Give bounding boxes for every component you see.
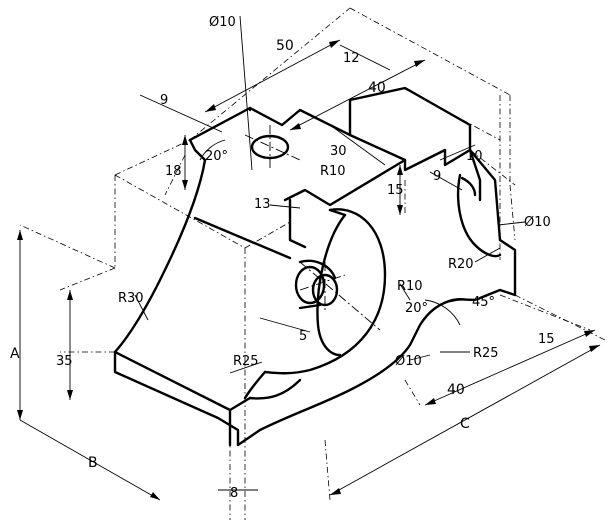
label-20deg-top: 20° bbox=[205, 149, 228, 164]
extension-lines bbox=[19, 7, 606, 520]
label-phi10-low: Ø10 bbox=[395, 354, 422, 369]
label-40-low: 40 bbox=[447, 382, 465, 398]
center-lines bbox=[244, 125, 381, 331]
label-A: A bbox=[10, 346, 20, 362]
label-12: 12 bbox=[343, 51, 360, 66]
label-13: 13 bbox=[254, 197, 271, 212]
label-20deg-low: 20° bbox=[405, 301, 428, 316]
label-40-top: 40 bbox=[368, 80, 386, 96]
label-R25-left: R25 bbox=[233, 354, 259, 369]
label-10: 10 bbox=[466, 149, 483, 164]
label-15-mid: 15 bbox=[387, 183, 404, 198]
dimension-labels: Ø10 50 12 40 9 18 20° 30 R10 15 10 9 13 … bbox=[10, 15, 555, 501]
label-8: 8 bbox=[230, 486, 238, 501]
label-R30: R30 bbox=[118, 291, 144, 306]
boss-hole bbox=[311, 273, 339, 307]
object-outline bbox=[113, 86, 517, 447]
label-45deg: 45° bbox=[472, 295, 495, 310]
holes bbox=[250, 134, 339, 310]
label-C: C bbox=[460, 416, 470, 432]
label-50: 50 bbox=[276, 38, 294, 54]
label-30: 30 bbox=[330, 144, 347, 159]
label-9-right: 9 bbox=[433, 169, 441, 184]
label-R25-right: R25 bbox=[473, 346, 499, 361]
boss-outer bbox=[294, 265, 326, 305]
label-R10-low: R10 bbox=[397, 279, 423, 294]
arrowheads bbox=[17, 40, 600, 500]
label-R10-top: R10 bbox=[320, 164, 346, 179]
dimension-lines bbox=[19, 15, 601, 501]
label-18: 18 bbox=[165, 164, 182, 179]
label-phi10-top: Ø10 bbox=[209, 15, 236, 30]
label-phi10-right: Ø10 bbox=[524, 215, 551, 230]
label-35: 35 bbox=[56, 354, 73, 369]
label-5: 5 bbox=[299, 329, 307, 344]
label-15-right: 15 bbox=[538, 332, 555, 347]
label-B: B bbox=[88, 455, 98, 471]
label-R20: R20 bbox=[448, 257, 474, 272]
label-9-left: 9 bbox=[160, 93, 168, 108]
top-hole bbox=[250, 134, 290, 160]
